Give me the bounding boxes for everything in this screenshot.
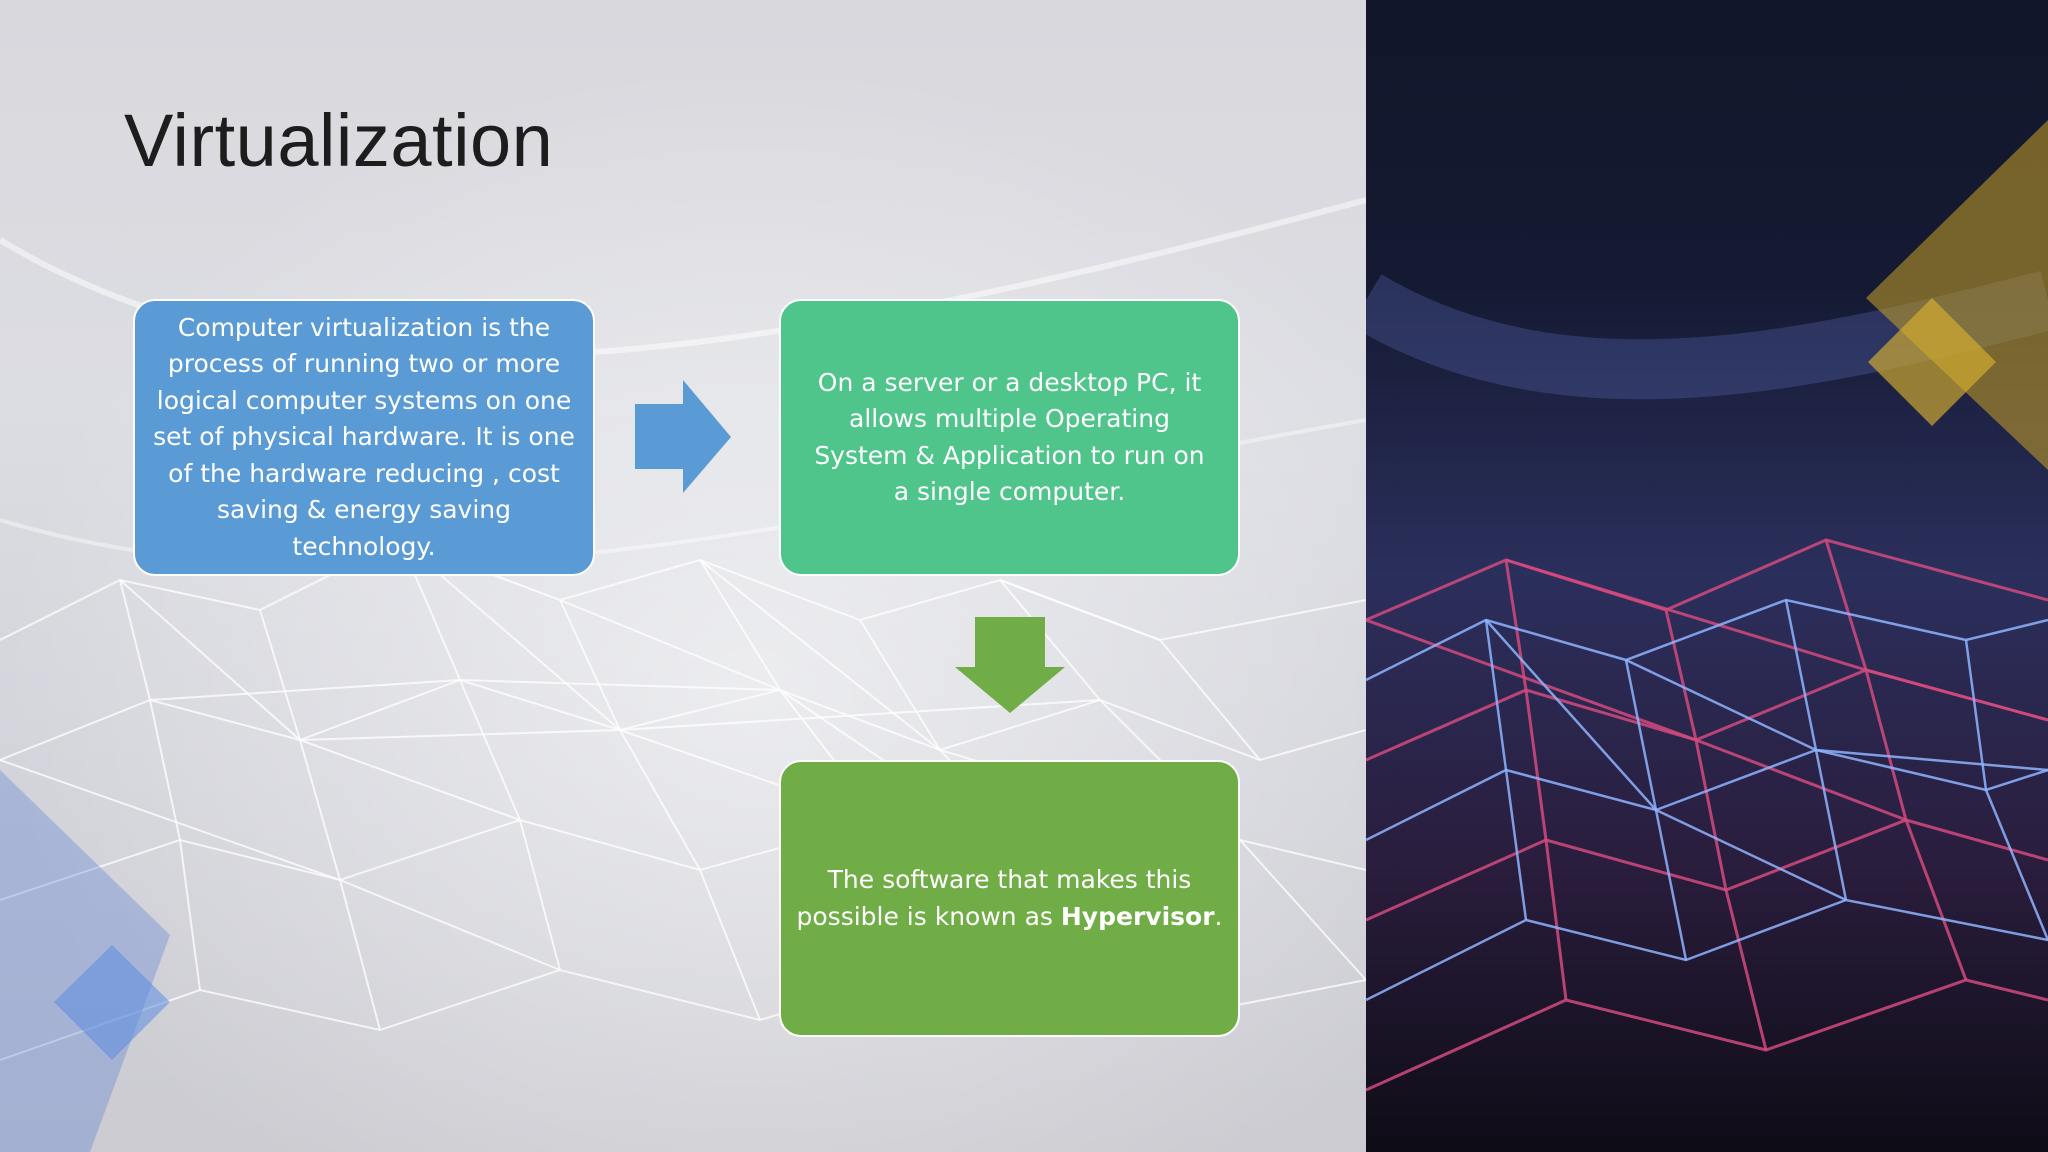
hypervisor-text-before: The software that makes this possible is… [796, 865, 1192, 931]
slide-title: Virtualization [124, 99, 554, 182]
arrow-down-icon [953, 615, 1067, 715]
arrow-right-icon [633, 380, 733, 495]
background-network-dark [1366, 0, 2048, 1152]
purpose-text: On a server or a desktop PC, it allows m… [814, 367, 1205, 507]
background-network-light [0, 0, 1366, 1152]
blue-diamond-large [0, 770, 170, 1152]
definition-text: Computer virtualization is the process o… [153, 312, 575, 561]
purpose-box: On a server or a desktop PC, it allows m… [779, 299, 1240, 576]
hypervisor-text: The software that makes this possible is… [795, 862, 1224, 935]
hypervisor-text-after: . [1214, 901, 1223, 931]
gold-diamond-large [1866, 120, 2048, 470]
hypervisor-box: The software that makes this possible is… [779, 760, 1240, 1037]
definition-box: Computer virtualization is the process o… [133, 299, 595, 576]
gold-diamond-small [1868, 298, 1996, 426]
hypervisor-term: Hypervisor [1060, 901, 1215, 931]
blue-diamond-small [54, 945, 170, 1060]
